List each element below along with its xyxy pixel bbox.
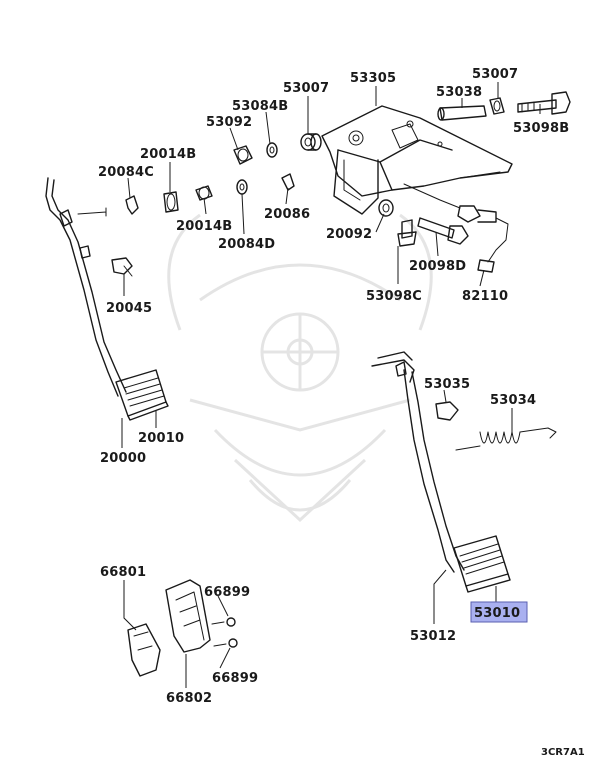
label-20084D[interactable]: 20084D — [218, 237, 275, 252]
bushing-53007-left — [300, 133, 322, 151]
label-20000[interactable]: 20000 — [100, 451, 146, 466]
return-spring-53034 — [455, 427, 557, 451]
bracket-66802 — [165, 579, 211, 653]
label-66802[interactable]: 66802 — [166, 691, 212, 706]
nut-20092 — [378, 199, 394, 217]
selected-part-highlight — [470, 601, 528, 623]
bracket-66801 — [127, 623, 161, 677]
label-20014B-bottom[interactable]: 20014B — [176, 219, 232, 234]
bushing-20014B-bottom — [195, 185, 213, 201]
bolt-53098C — [397, 219, 417, 247]
pedal-pad-53010 — [453, 535, 511, 593]
label-53038[interactable]: 53038 — [436, 85, 482, 100]
bolt-66899-top — [211, 617, 236, 627]
label-66899-bottom[interactable]: 66899 — [212, 671, 258, 686]
label-20014B-top[interactable]: 20014B — [140, 147, 196, 162]
label-53007-top[interactable]: 53007 — [283, 81, 329, 96]
label-53084B[interactable]: 53084B — [232, 99, 288, 114]
label-53098B[interactable]: 53098B — [513, 121, 569, 136]
pivot-pin — [77, 207, 107, 217]
clip-20084C — [125, 195, 139, 215]
label-20045[interactable]: 20045 — [106, 301, 152, 316]
bushing-53092 — [233, 145, 253, 165]
label-20010[interactable]: 20010 — [138, 431, 184, 446]
leader-lines — [121, 82, 541, 688]
diagram-code: 3CR7A1 — [541, 747, 585, 758]
pedal-stop-53035 — [435, 401, 459, 421]
label-66899-top[interactable]: 66899 — [204, 585, 250, 600]
label-53012[interactable]: 53012 — [410, 629, 456, 644]
pedal-bracket — [321, 105, 513, 215]
label-20084C[interactable]: 20084C — [98, 165, 154, 180]
label-53010[interactable]: 53010 — [474, 606, 520, 621]
bushing-53007-right — [489, 97, 505, 115]
part-labels: 53305 53007 53007 53038 53098B 53084B 53… — [98, 67, 569, 706]
label-53035[interactable]: 53035 — [424, 377, 470, 392]
label-53305[interactable]: 53305 — [350, 71, 396, 86]
stop-lamp-switch-82110 — [403, 183, 509, 273]
clutch-pedal-arm — [45, 177, 127, 397]
label-53034[interactable]: 53034 — [490, 393, 536, 408]
label-53098C[interactable]: 53098C — [366, 289, 422, 304]
label-20086[interactable]: 20086 — [264, 207, 310, 222]
label-20098D[interactable]: 20098D — [409, 259, 466, 274]
label-20092[interactable]: 20092 — [326, 227, 372, 242]
washer-20084D — [236, 179, 248, 195]
pedal-stop-20045 — [111, 257, 133, 277]
bolt-66899-bottom — [213, 638, 238, 648]
label-53092[interactable]: 53092 — [206, 115, 252, 130]
clip-20086 — [281, 173, 295, 191]
washer-53084B — [266, 142, 278, 158]
bushing-20014B-top — [163, 191, 179, 213]
label-66801[interactable]: 66801 — [100, 565, 146, 580]
watermark-emblem — [167, 213, 433, 523]
label-53007-right[interactable]: 53007 — [472, 67, 518, 82]
label-82110[interactable]: 82110 — [462, 289, 508, 304]
pedal-pad-20010 — [115, 369, 169, 421]
spacer-53038 — [437, 105, 487, 121]
bolt-20098D — [417, 217, 469, 245]
bolt-53098B — [517, 91, 571, 115]
